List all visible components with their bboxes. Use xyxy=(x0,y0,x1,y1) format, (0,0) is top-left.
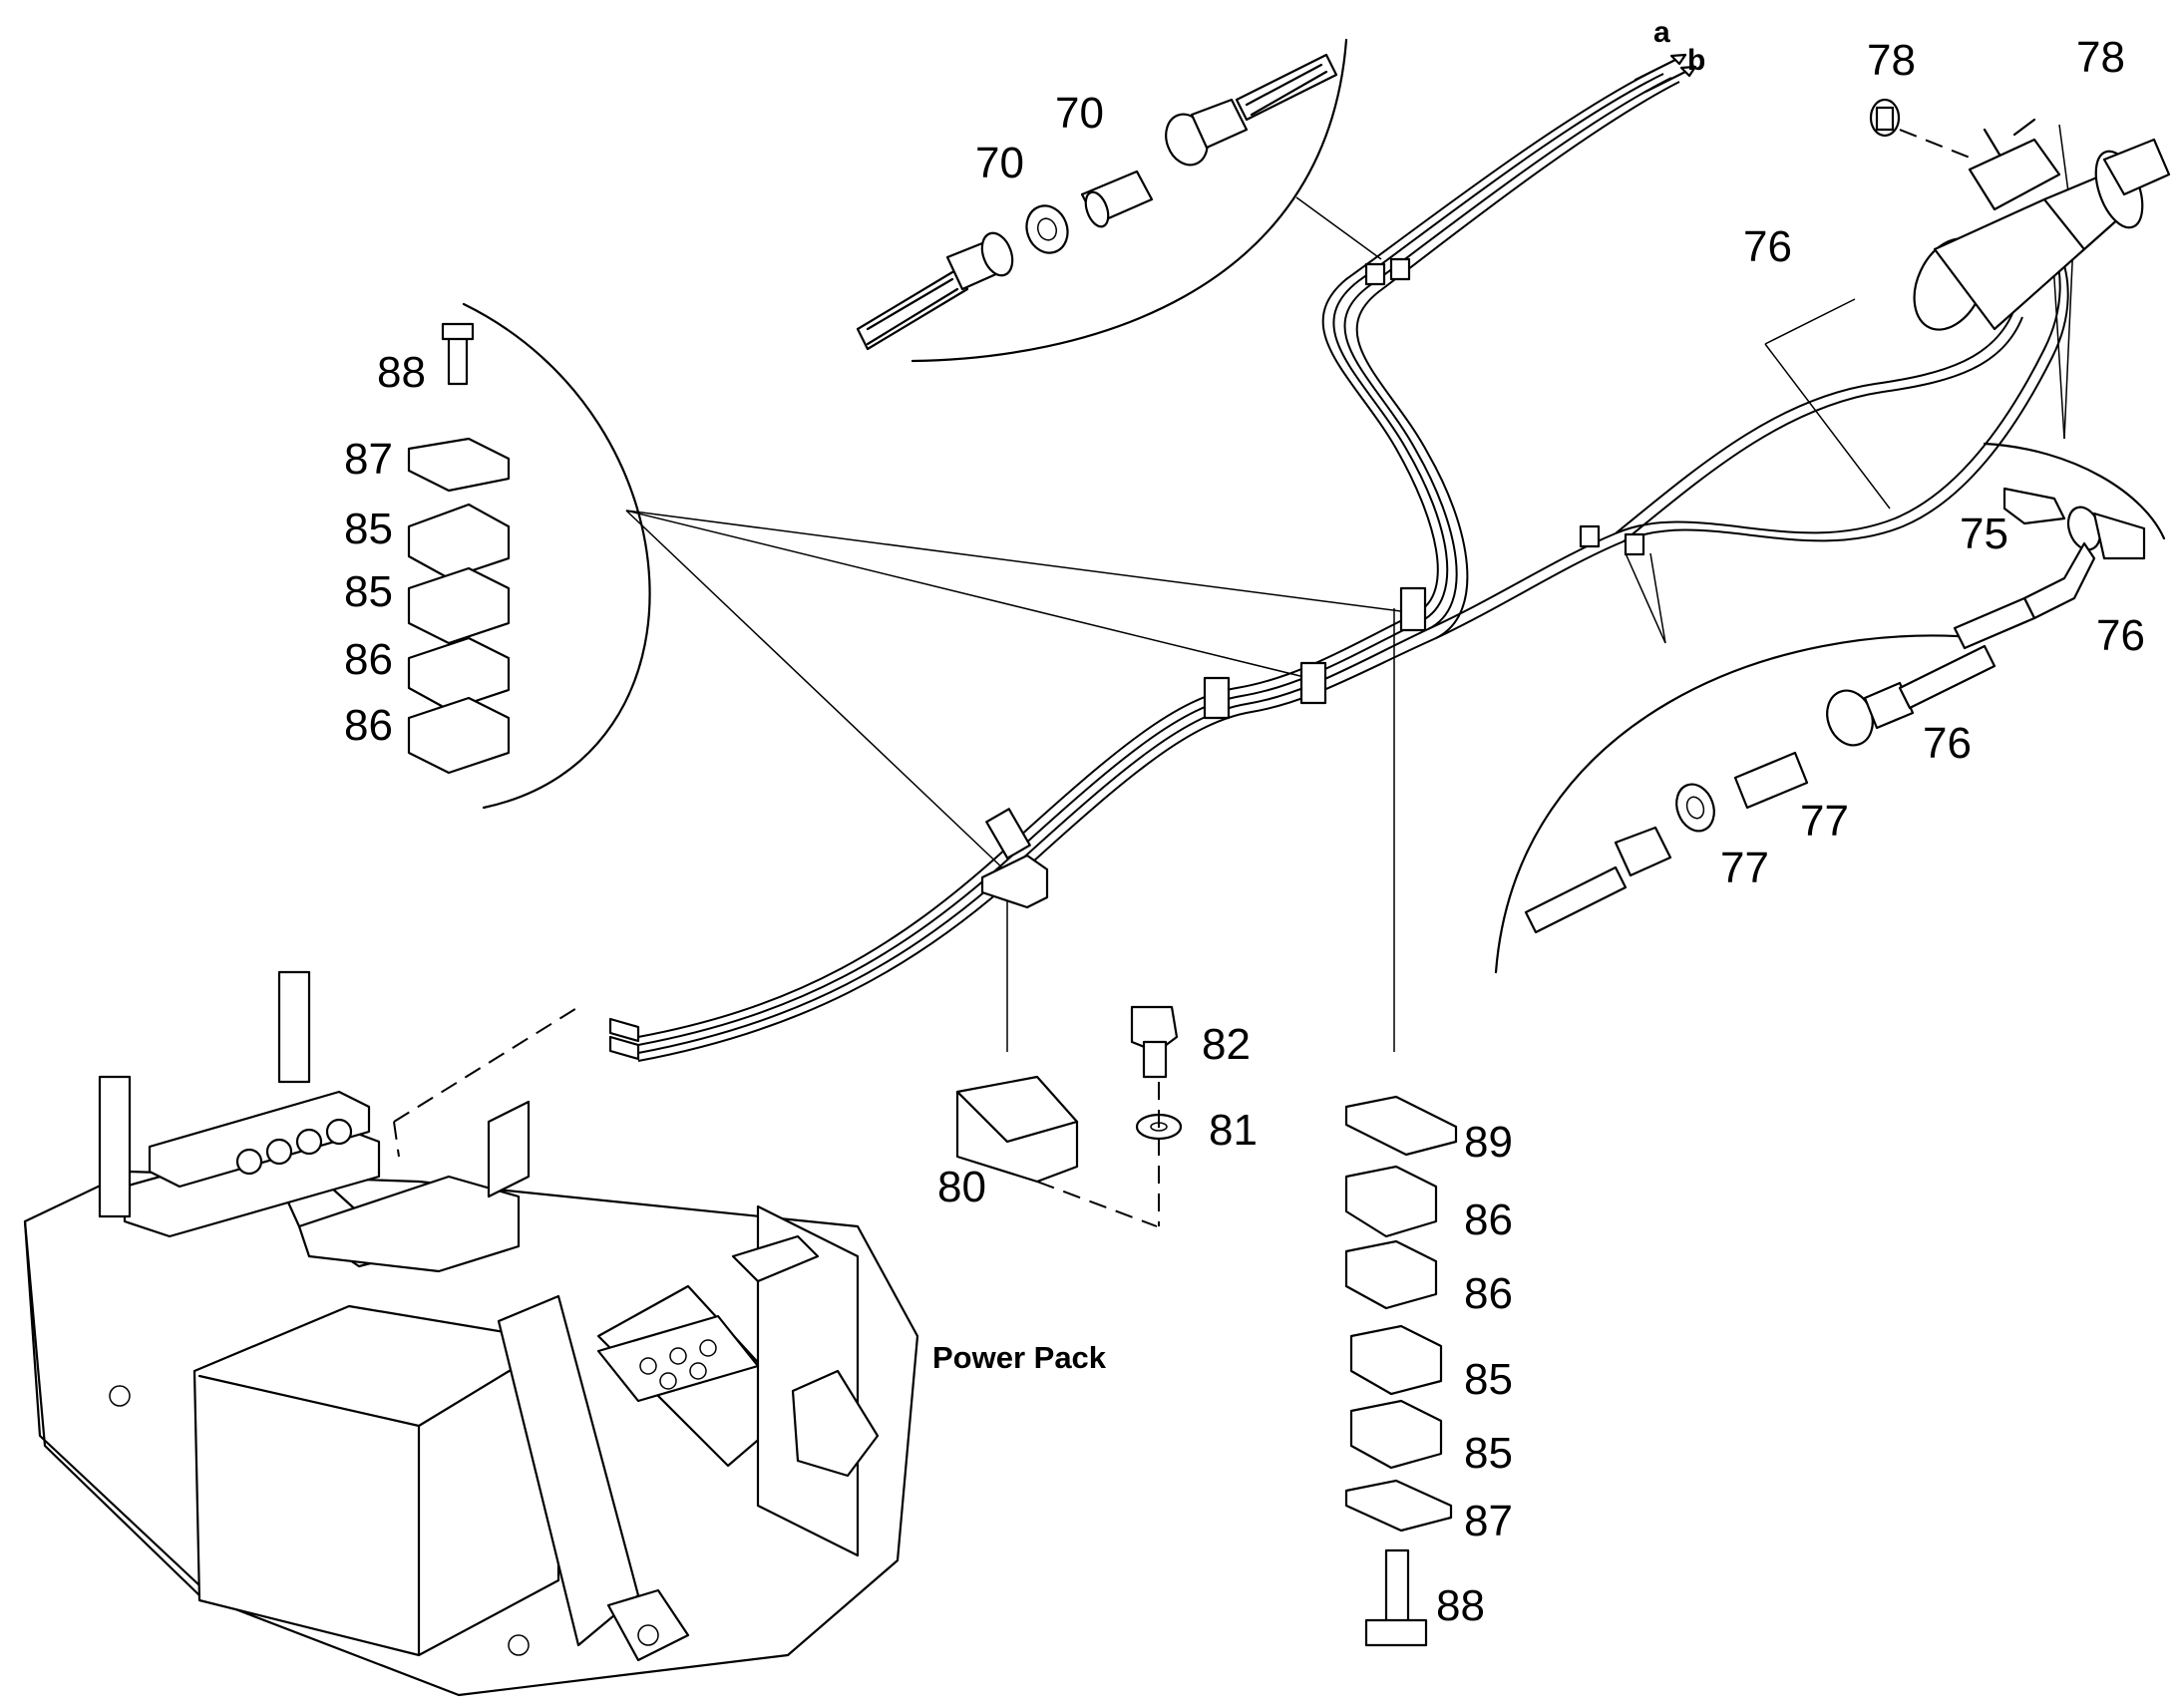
callout-86: 86 xyxy=(344,701,393,750)
leader-lines xyxy=(625,124,2075,1052)
plug-78 xyxy=(1869,98,1976,161)
callout-82: 82 xyxy=(1202,1020,1251,1069)
callout-88: 88 xyxy=(1436,1581,1485,1630)
detail-circle-left xyxy=(462,302,651,810)
callout-77: 77 xyxy=(1800,797,1849,846)
fittings-75-76-77-detail xyxy=(1524,487,2146,934)
power-pack xyxy=(23,970,919,1697)
washer-81 xyxy=(1135,1082,1183,1226)
detail-circle-right-lower xyxy=(1494,634,1987,974)
clamp-stack-bottom xyxy=(1344,1095,1458,1647)
callout-86: 86 xyxy=(344,635,393,684)
fittings-70-detail xyxy=(856,53,1338,351)
callout-b: b xyxy=(1687,44,1705,77)
callout-78: 78 xyxy=(2076,33,2125,82)
bolt-82 xyxy=(1130,1005,1179,1079)
callout-85: 85 xyxy=(344,505,393,553)
callout-76: 76 xyxy=(2096,611,2145,660)
callout-89: 89 xyxy=(1464,1118,1513,1167)
power-pack-caption: Power Pack xyxy=(932,1340,1107,1375)
callout-88: 88 xyxy=(377,348,426,397)
hose-bundle xyxy=(608,53,2069,1062)
detail-circle-right-upper xyxy=(1983,442,2166,540)
bracket-80 xyxy=(955,1075,1158,1227)
callout-87: 87 xyxy=(344,435,393,484)
callout-85: 85 xyxy=(1464,1355,1513,1404)
callout-85: 85 xyxy=(1464,1429,1513,1478)
hydraulic-motor xyxy=(1913,118,2171,331)
detail-circle-top xyxy=(910,38,1348,363)
callout-a: a xyxy=(1653,16,1670,49)
callout-80: 80 xyxy=(937,1163,986,1211)
callout-70: 70 xyxy=(1055,89,1104,138)
callout-87: 87 xyxy=(1464,1497,1513,1545)
callout-76: 76 xyxy=(1923,719,1972,768)
callout-78: 78 xyxy=(1867,36,1916,85)
callout-86: 86 xyxy=(1464,1196,1513,1244)
callout-77: 77 xyxy=(1720,844,1769,892)
callout-86: 86 xyxy=(1464,1269,1513,1318)
callout-85: 85 xyxy=(344,567,393,616)
callout-75: 75 xyxy=(1960,510,2008,558)
callout-81: 81 xyxy=(1209,1106,1258,1155)
callout-76: 76 xyxy=(1743,222,1792,271)
clamp-stack-left xyxy=(407,322,511,775)
callout-labels: 70 70 78 78 76 75 76 76 77 77 88 87 85 8… xyxy=(344,16,2145,1630)
callout-70: 70 xyxy=(975,139,1024,187)
